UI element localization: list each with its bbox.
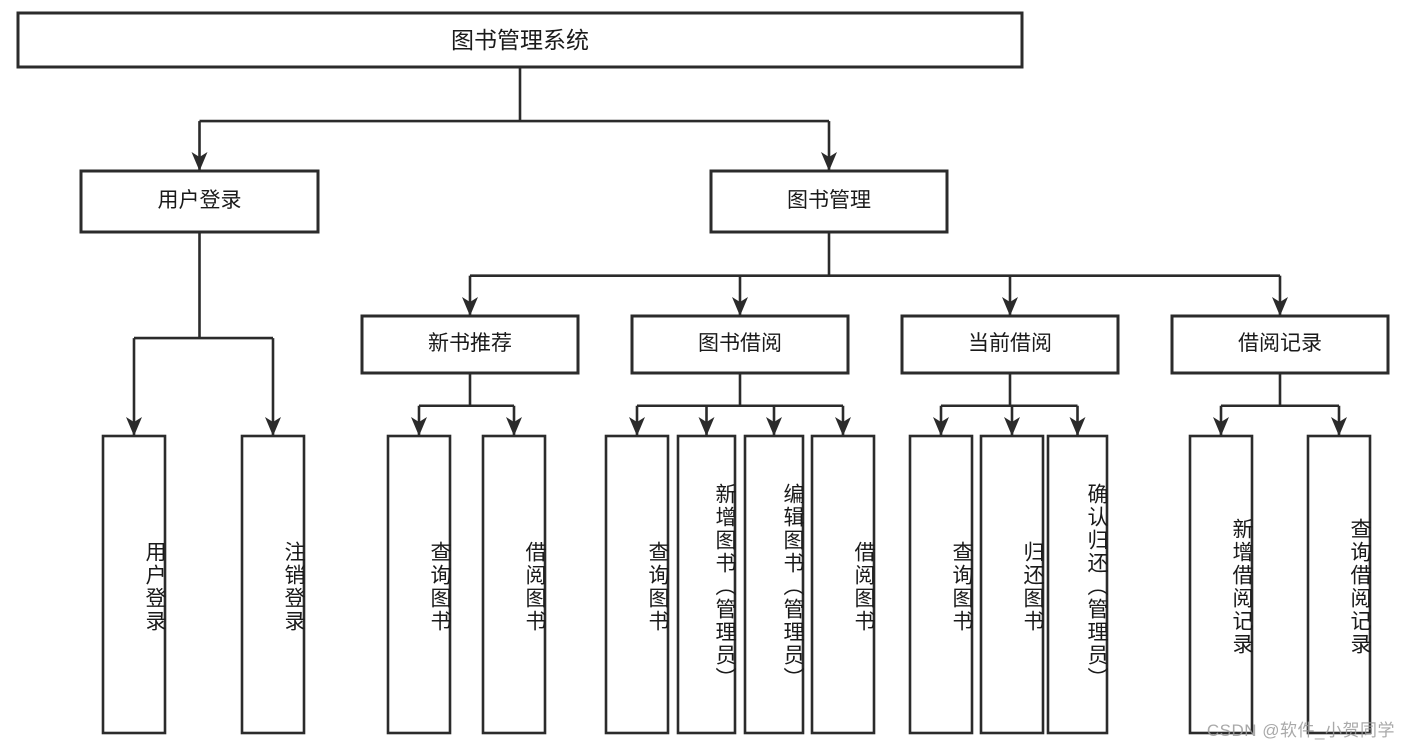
node-current-borrow[interactable] [902, 316, 1118, 373]
node-box-leaf-query-book-3[interactable] [908, 434, 974, 735]
node-box-user-login[interactable] [79, 169, 320, 234]
node-box-leaf-query-book-1[interactable] [386, 434, 452, 735]
node-box-leaf-add-book[interactable] [676, 434, 737, 735]
edge-arrowhead [1272, 297, 1288, 316]
node-box-leaf-add-record[interactable] [1188, 434, 1254, 735]
edge-arrowhead [1331, 417, 1347, 436]
node-leaf-query-record[interactable] [1308, 436, 1370, 733]
node-leaf-edit-book[interactable] [745, 436, 803, 733]
edge-arrowhead [698, 417, 715, 436]
node-leaf-return-book[interactable] [981, 436, 1043, 733]
edge-arrowhead [1004, 417, 1020, 436]
node-user-login[interactable] [81, 171, 318, 232]
node-box-root[interactable] [16, 11, 1024, 69]
node-leaf-add-book[interactable] [678, 436, 735, 733]
node-box-new-book-rec[interactable] [360, 314, 580, 375]
node-leaf-user-logout[interactable] [242, 436, 304, 733]
edge-arrowhead [766, 417, 782, 436]
node-leaf-user-login[interactable] [103, 436, 165, 733]
node-box-leaf-query-record[interactable] [1306, 434, 1372, 735]
edge-arrowhead [933, 417, 949, 436]
node-box-leaf-borrow-book-1[interactable] [481, 434, 547, 735]
node-box-leaf-return-book[interactable] [979, 434, 1045, 735]
node-box-leaf-user-login[interactable] [101, 434, 167, 735]
node-book-borrow[interactable] [632, 316, 848, 373]
edge-arrowhead [462, 297, 478, 316]
edge-arrowhead [411, 417, 427, 436]
edge-arrowhead [1069, 417, 1086, 436]
node-root[interactable] [18, 13, 1022, 67]
edge-arrowhead [732, 297, 748, 316]
edge-arrowhead [506, 417, 522, 436]
node-box-book-borrow[interactable] [630, 314, 850, 375]
node-leaf-query-book-2[interactable] [606, 436, 668, 733]
node-leaf-query-book-3[interactable] [910, 436, 972, 733]
node-leaf-borrow-book-2[interactable] [812, 436, 874, 733]
node-box-leaf-borrow-book-2[interactable] [810, 434, 876, 735]
node-box-borrow-record[interactable] [1170, 314, 1390, 375]
node-new-book-rec[interactable] [362, 316, 578, 373]
node-box-book-manage[interactable] [709, 169, 949, 234]
edge-arrowhead [191, 152, 208, 171]
edge-arrowhead [265, 417, 281, 436]
node-box-leaf-confirm-return[interactable] [1046, 434, 1109, 735]
edge-arrowhead [629, 417, 645, 436]
edge-arrowhead [1002, 297, 1018, 316]
node-book-manage[interactable] [711, 171, 947, 232]
node-box-leaf-edit-book[interactable] [743, 434, 805, 735]
node-leaf-borrow-book-1[interactable] [483, 436, 545, 733]
node-borrow-record[interactable] [1172, 316, 1388, 373]
node-box-leaf-user-logout[interactable] [240, 434, 306, 735]
node-leaf-query-book-1[interactable] [388, 436, 450, 733]
edge-arrowhead [126, 417, 142, 436]
watermark-text: CSDN @软件_小贺同学 [1206, 721, 1395, 740]
node-leaf-add-record[interactable] [1190, 436, 1252, 733]
node-box-leaf-query-book-2[interactable] [604, 434, 670, 735]
node-box-current-borrow[interactable] [900, 314, 1120, 375]
node-leaf-confirm-return[interactable] [1048, 436, 1107, 733]
edge-arrowhead [1213, 417, 1229, 436]
edge-arrowhead [821, 152, 837, 171]
edge-arrowhead [835, 417, 851, 436]
